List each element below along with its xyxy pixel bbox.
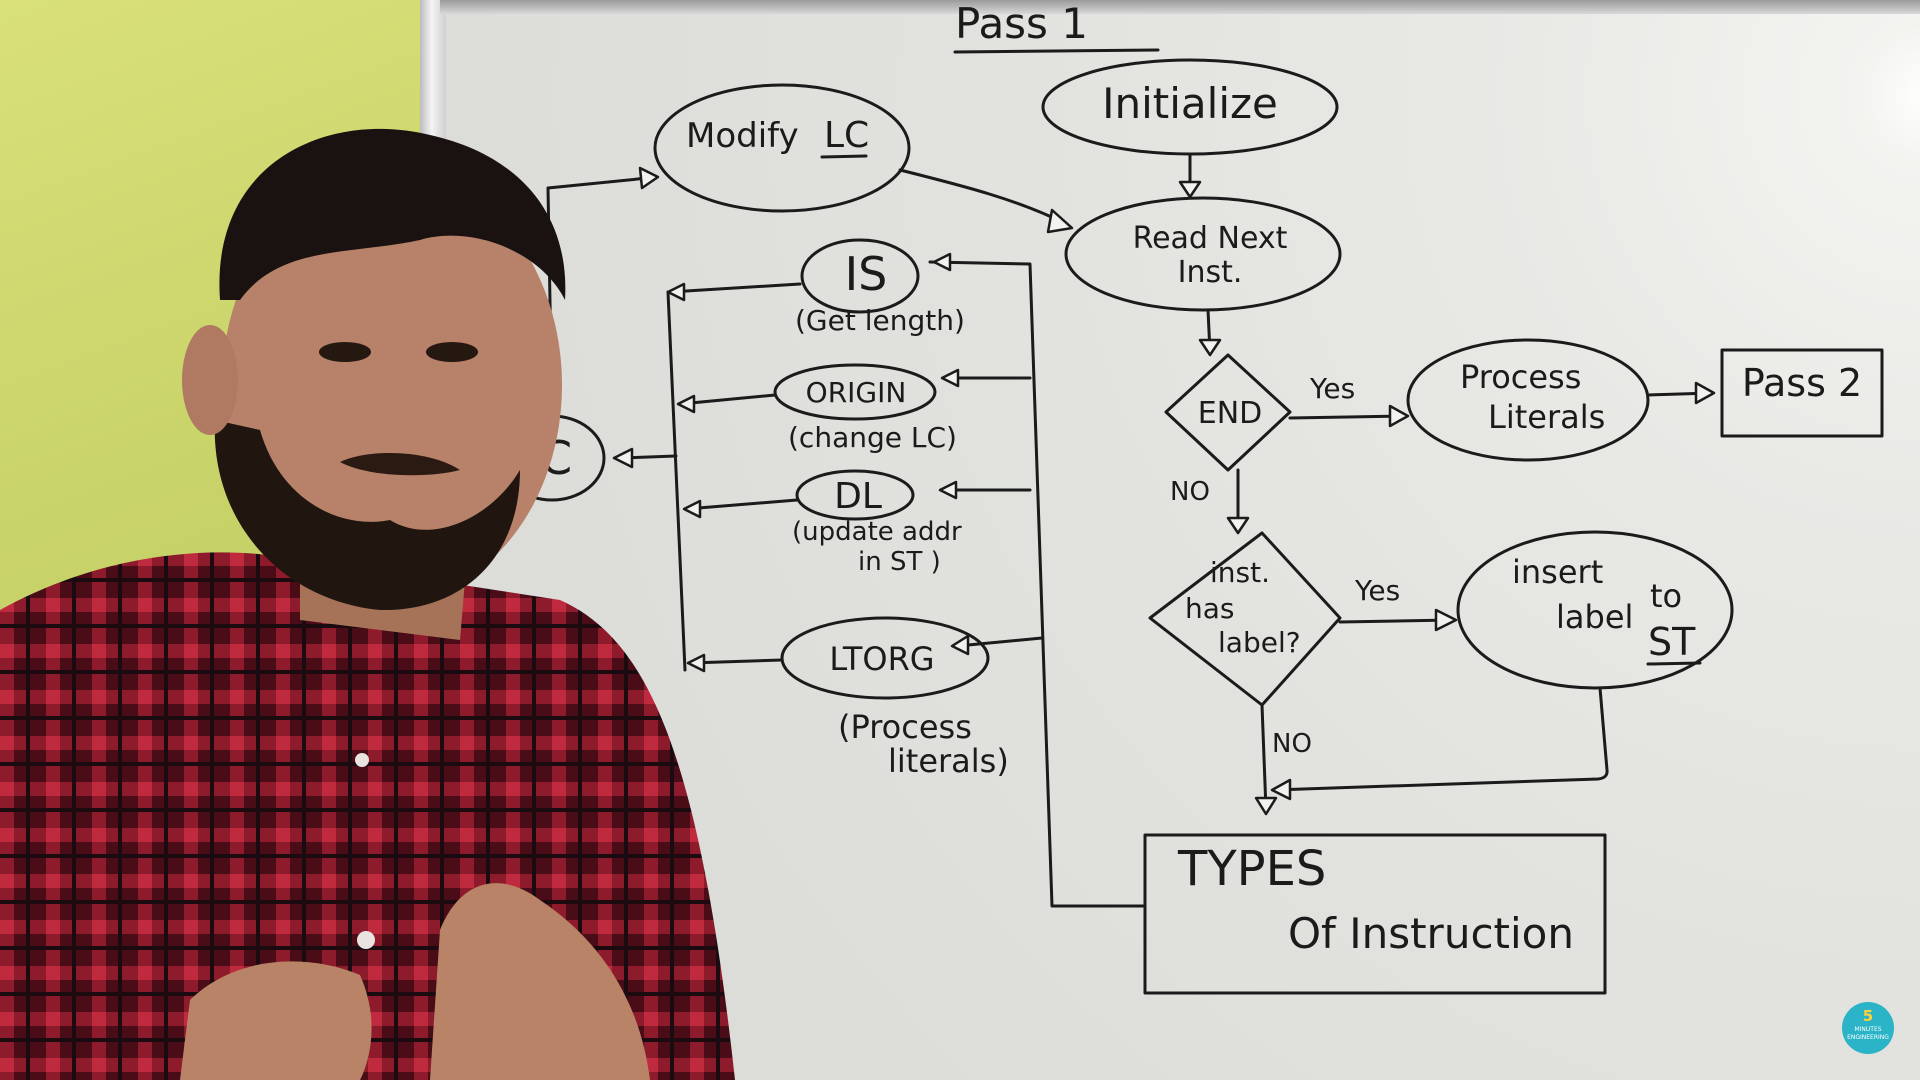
- node-origin-label: ORIGIN: [806, 376, 907, 409]
- node-modify-lc: [653, 83, 911, 213]
- arrowhead: [666, 282, 686, 302]
- note-ltorg-1: (Process: [838, 708, 972, 746]
- presenter-eye-left: [319, 342, 371, 362]
- presenter-moustache: [340, 452, 460, 476]
- whiteboard-frame-top: [440, 0, 1920, 14]
- presenter-button: [355, 753, 369, 767]
- edge-end-no-label: NO: [1170, 477, 1210, 507]
- note-origin: (change LC): [788, 421, 957, 454]
- edge-collector-vertical: [666, 290, 687, 672]
- arrowhead: [1178, 180, 1202, 199]
- node-ltorg: [780, 616, 990, 700]
- presenter-hair: [219, 128, 566, 300]
- arrowhead: [682, 499, 702, 519]
- node-read-next-label-2: Inst.: [1178, 255, 1243, 290]
- note-ltorg-2: literals): [888, 742, 1009, 780]
- node-process-literals-label-2: Literals: [1488, 398, 1605, 436]
- presenter-button: [357, 931, 375, 949]
- node-insert-label-text-1: insert: [1512, 553, 1603, 591]
- note-dl-2: in ST ): [858, 547, 941, 577]
- node-is-label: IS: [845, 247, 888, 301]
- node-has-label-text-2: has: [1185, 592, 1235, 625]
- node-dl-label: DL: [834, 476, 882, 517]
- node-end: [1164, 353, 1292, 472]
- node-insert-label: [1456, 530, 1734, 690]
- node-has-label-text-3: label?: [1218, 626, 1301, 659]
- edge-label-yes-label: Yes: [1354, 574, 1400, 607]
- lc-underline: [820, 154, 868, 159]
- node-pass2-label: Pass 2: [1742, 361, 1862, 405]
- node-has-label-text-1: inst.: [1210, 556, 1270, 589]
- edge-ltorg-collector: [688, 658, 784, 665]
- title-underline: [953, 48, 1160, 54]
- edge-end-yes-label: Yes: [1309, 372, 1355, 405]
- edge-label-yes: [1338, 618, 1454, 624]
- arrowhead: [638, 166, 660, 190]
- node-modify-lc-label-2: LC: [824, 115, 869, 156]
- title: Pass 1: [955, 0, 1088, 48]
- edge-insert-return: [1272, 686, 1609, 792]
- node-read-next-label-1: Read Next: [1133, 221, 1288, 256]
- node-insert-label-text-4: ST: [1648, 620, 1696, 664]
- presenter-eye-right: [426, 342, 478, 362]
- edge-types-bus: [928, 260, 1147, 908]
- node-types: [1143, 833, 1607, 995]
- arrowhead: [686, 653, 706, 673]
- edge-end-yes: [1288, 414, 1406, 420]
- presenter-hand-left: [180, 961, 372, 1080]
- presenter-beard: [214, 420, 521, 611]
- edge-dl-collector: [684, 498, 799, 511]
- node-insert-label-text-2: label: [1556, 598, 1633, 636]
- arrowhead: [1694, 381, 1716, 405]
- node-ltorg-label: LTORG: [829, 640, 934, 678]
- node-read-next: [1064, 196, 1342, 312]
- node-insert-label-text-3: to: [1650, 577, 1682, 615]
- edge-is-collector: [668, 282, 802, 294]
- node-is: [800, 238, 920, 314]
- note-dl-1: (update addr: [792, 517, 962, 547]
- channel-logo-number: 5: [1862, 1007, 1874, 1025]
- arrowhead: [1254, 796, 1278, 816]
- arrowhead: [950, 634, 970, 656]
- presenter-face: [222, 170, 562, 600]
- channel-logo-text: MINUTES ENGINEERING: [1847, 1026, 1889, 1041]
- node-types-label-2: Of Instruction: [1288, 909, 1574, 958]
- arrowhead: [1270, 778, 1292, 801]
- arrowhead: [940, 368, 960, 388]
- edge-label-no: [1260, 703, 1268, 812]
- arrowhead: [1434, 608, 1458, 632]
- node-modify-lc-label-1: Modify: [686, 116, 799, 156]
- node-types-label-1: TYPES: [1177, 841, 1326, 897]
- channel-logo[interactable]: 5 MINUTES ENGINEERING: [1842, 1002, 1894, 1054]
- arrowhead: [932, 252, 952, 272]
- node-pass2: [1720, 348, 1884, 438]
- arrowhead: [612, 447, 634, 469]
- arrowhead: [938, 480, 958, 500]
- arrowhead: [1388, 404, 1410, 428]
- node-dl: [795, 469, 915, 521]
- arrowhead: [676, 394, 696, 414]
- note-is: (Get length): [795, 304, 965, 337]
- arrowhead: [1226, 516, 1250, 535]
- node-process-literals: [1406, 338, 1650, 462]
- presenter-ear: [182, 325, 238, 435]
- arrowhead: [1046, 208, 1074, 234]
- node-initialize-label: Initialize: [1102, 79, 1278, 128]
- edge-origin-collector: [678, 393, 777, 406]
- node-end-label: END: [1198, 396, 1263, 431]
- node-process-literals-label-1: Process: [1460, 358, 1581, 396]
- st-underline: [1646, 661, 1702, 666]
- presenter-hand-right: [430, 883, 650, 1080]
- edge-label-no-label: NO: [1272, 729, 1312, 759]
- node-origin: [773, 363, 937, 421]
- arrowhead: [1198, 338, 1222, 357]
